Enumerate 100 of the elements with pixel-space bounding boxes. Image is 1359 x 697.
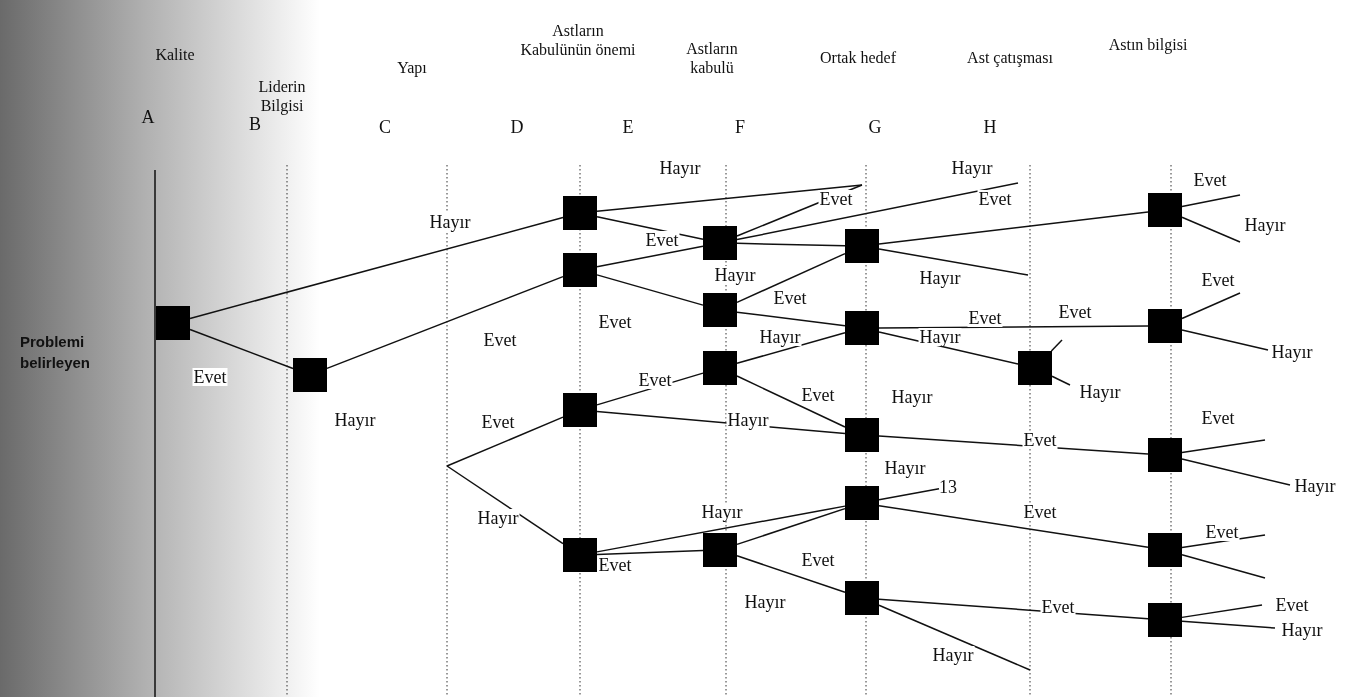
decision-square	[703, 293, 737, 327]
edge-label: Evet	[637, 371, 673, 389]
edge-label: Hayır	[1078, 383, 1122, 401]
side-label: Problemi belirleyen	[20, 332, 92, 373]
edge-label: Evet	[192, 368, 228, 386]
edge-label: Evet	[597, 313, 633, 331]
column-heading: Astların kabulü	[685, 38, 739, 78]
branch-line	[736, 311, 846, 327]
branch-line	[1051, 375, 1071, 386]
edge-label: Hayır	[1280, 621, 1324, 639]
branch-line	[878, 504, 1149, 549]
edge-label: Hayır	[428, 213, 472, 231]
edge-label: Evet	[644, 231, 680, 249]
decision-square	[1018, 351, 1052, 385]
decision-square	[1148, 438, 1182, 472]
decision-square	[563, 393, 597, 427]
edge-label: Hayır	[476, 509, 520, 527]
edge-label: Evet	[772, 289, 808, 307]
branch-line	[446, 416, 564, 467]
edge-label: Hayır	[918, 328, 962, 346]
decision-square	[293, 358, 327, 392]
branch-line	[1181, 329, 1269, 351]
decision-square	[845, 311, 879, 345]
edge-label: Evet	[1022, 503, 1058, 521]
column-letter: G	[868, 117, 882, 139]
column-heading: Kalite	[155, 45, 195, 65]
end-label: 13	[939, 478, 957, 496]
branch-line	[736, 332, 846, 364]
column-letter: F	[735, 117, 745, 139]
column-heading: Liderin Bilgisi	[257, 76, 307, 116]
branch-line	[1181, 439, 1266, 454]
branch-line	[596, 505, 846, 553]
branch-line	[1181, 292, 1241, 320]
decision-square	[845, 486, 879, 520]
decision-square	[703, 226, 737, 260]
branch-line	[878, 248, 1029, 276]
decision-square	[845, 229, 879, 263]
branch-line	[1050, 339, 1063, 352]
branch-line	[1181, 216, 1241, 243]
branch-line	[1181, 194, 1241, 208]
edge-label: Evet	[480, 413, 516, 431]
branch-line	[189, 216, 564, 320]
column-heading: Yapı	[397, 58, 427, 78]
branch-line	[596, 184, 863, 213]
edge-label: Hayır	[1243, 216, 1287, 234]
edge-label: Evet	[977, 190, 1013, 208]
edge-label: Evet	[482, 331, 518, 349]
edge-label: Evet	[818, 190, 854, 208]
branch-line	[1181, 604, 1263, 619]
edge-label: Evet	[800, 386, 836, 404]
edge-label: Evet	[1200, 409, 1236, 427]
decision-square	[845, 418, 879, 452]
edge-label: Evet	[1022, 431, 1058, 449]
edge-label: Evet	[1057, 303, 1093, 321]
edge-label: Evet	[1192, 171, 1228, 189]
column-letter: D	[510, 117, 524, 139]
decision-square	[563, 538, 597, 572]
decision-square	[156, 306, 190, 340]
decision-square	[1148, 603, 1182, 637]
branch-label: Hayır	[714, 266, 756, 284]
branch-line	[736, 507, 846, 546]
branch-line	[736, 375, 846, 428]
decision-square	[1148, 309, 1182, 343]
branch-line	[446, 465, 564, 545]
decision-square	[563, 253, 597, 287]
branch-line	[596, 245, 704, 268]
decision-square	[1148, 533, 1182, 567]
edge-label: Evet	[597, 556, 633, 574]
branch-line	[326, 275, 564, 370]
edge-label: Evet	[800, 551, 836, 569]
decision-square	[1148, 193, 1182, 227]
branch-line	[736, 182, 1019, 241]
decision-square	[563, 196, 597, 230]
branch-line	[878, 325, 1149, 329]
column-letter: E	[622, 117, 634, 139]
branch-line	[736, 242, 846, 247]
edge-label: Hayır	[700, 503, 744, 521]
edge-label: Evet	[967, 309, 1003, 327]
column-letter: C	[379, 117, 391, 139]
branch-line	[736, 555, 846, 593]
edge-label: Hayır	[658, 159, 702, 177]
branch-line	[736, 252, 846, 304]
edge-label: Evet	[1274, 596, 1310, 614]
branch-line	[878, 604, 1031, 671]
column-heading: Ast çatışması	[966, 48, 1054, 68]
decision-square	[703, 351, 737, 385]
edge-label: Evet	[1040, 598, 1076, 616]
branch-label: Hayır	[891, 388, 933, 406]
branch-line	[1181, 534, 1266, 549]
edge-label: Hayır	[1293, 477, 1337, 495]
column-heading: Astların Kabulünün önemi	[519, 20, 637, 60]
edge-label: Hayır	[918, 269, 962, 287]
edge-label: Hayır	[743, 593, 787, 611]
branch-line	[878, 487, 940, 501]
column-letter: A	[141, 107, 155, 129]
branch-line	[189, 328, 294, 370]
branch-label: Hayır	[334, 411, 376, 429]
column-heading: Astın bilgisi	[1108, 35, 1188, 55]
branch-line	[596, 274, 704, 306]
column-heading: Ortak hedef	[819, 48, 897, 68]
